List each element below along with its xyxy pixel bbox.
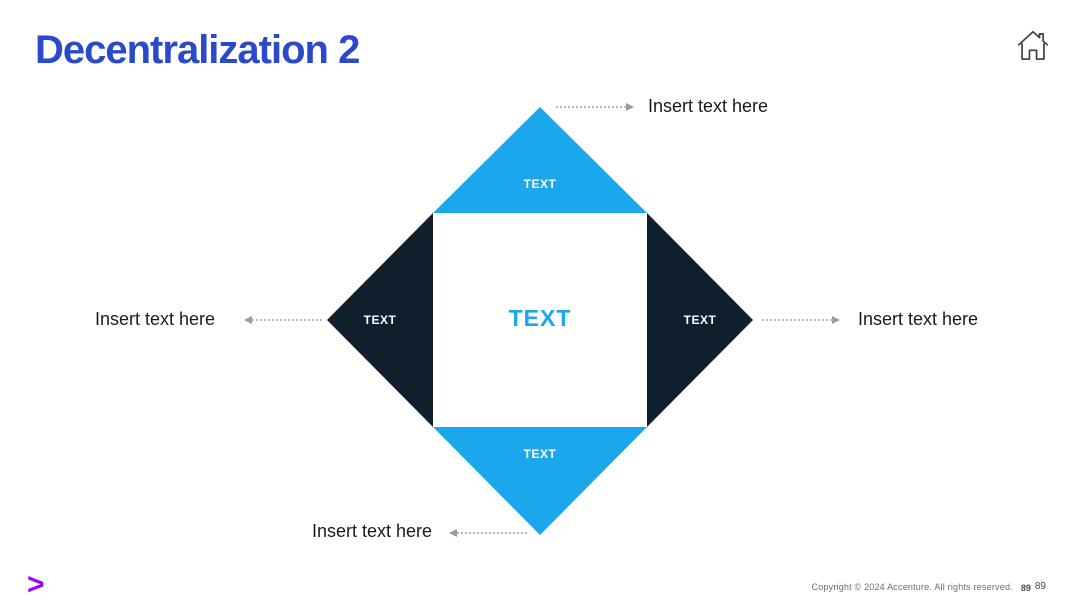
dotted-connector-bottom [449,529,527,537]
home-icon[interactable] [1014,28,1052,64]
page-title: Decentralization 2 [35,28,360,72]
dotted-line [457,532,527,534]
segment-right-label: TEXT [683,313,717,327]
dotted-line [762,319,832,321]
callout-right-text: Insert text here [858,309,979,329]
dotted-connector-left [244,316,322,324]
arrow-left-icon [449,529,457,537]
diamond-segment-bottom: TEXT [433,427,647,535]
segment-left-label: TEXT [363,313,397,327]
segment-top-label: TEXT [523,177,557,191]
slide-footer: Copyright © 2024 Accenture. All rights r… [811,581,1046,593]
arrow-left-icon [244,316,252,324]
arrow-right-icon [832,316,840,324]
diamond-segment-left: TEXT [327,213,433,427]
dotted-line [556,106,626,108]
callout-left-text: Insert text here [95,309,216,329]
arrow-right-icon [626,103,634,111]
dotted-line [252,319,322,321]
page-number-secondary: 89 [1034,581,1046,592]
diamond-segment-top: TEXT [433,107,647,213]
dotted-connector-right [762,316,840,324]
diamond-center-square: TEXT [433,213,647,427]
diamond-segment-right: TEXT [647,213,753,427]
page-number: 89 [1020,583,1031,593]
callout-top-text: Insert text here [648,96,769,116]
dotted-connector-top [556,103,634,111]
callout-bottom-text: Insert text here [312,521,433,541]
center-label: TEXT [508,304,572,331]
copyright-text: Copyright © 2024 Accenture. All rights r… [811,582,1013,592]
accenture-logo-icon: > [27,568,44,601]
segment-bottom-label: TEXT [523,447,557,461]
